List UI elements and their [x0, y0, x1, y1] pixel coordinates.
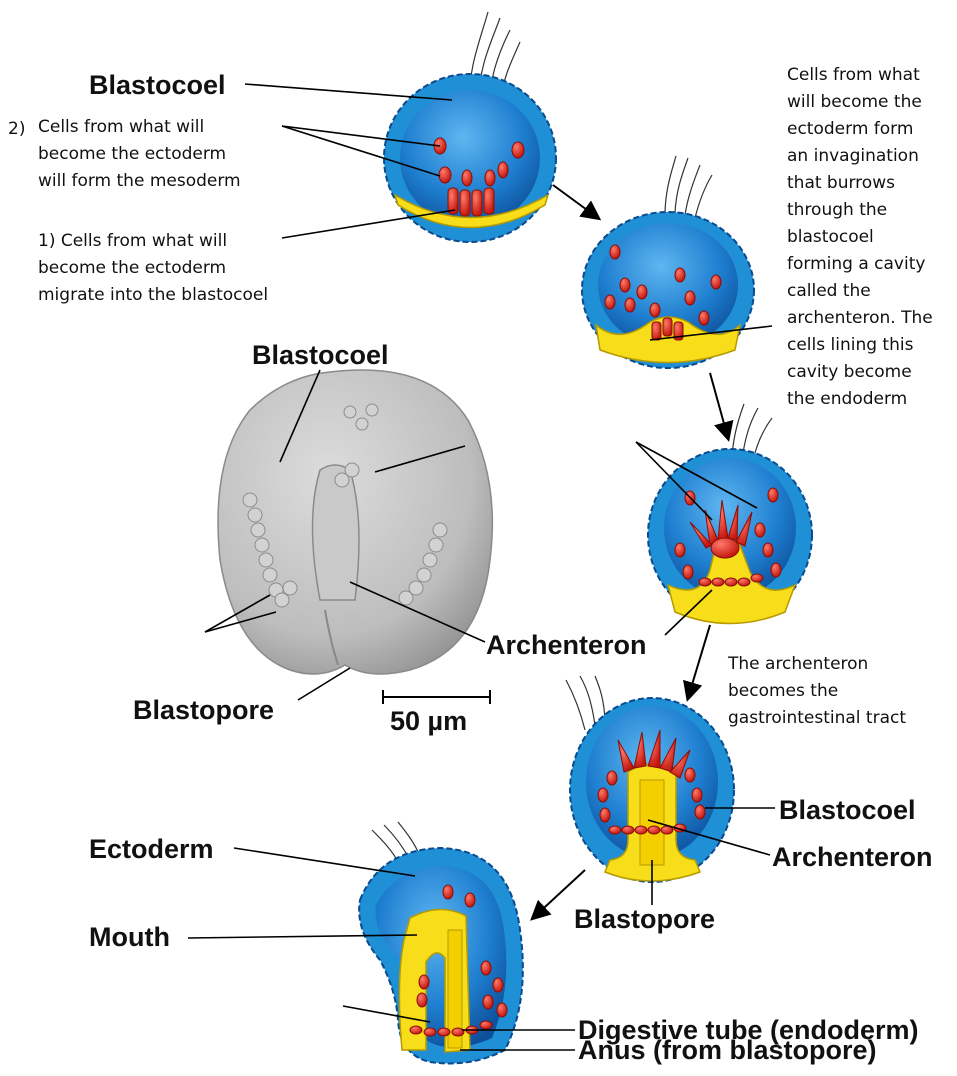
note-gi-tract-line: becomes the — [728, 678, 906, 705]
label-blastocoel-photo: Blastocoel — [252, 342, 389, 369]
label-ectoderm: Ectoderm — [89, 836, 214, 863]
note-invagination-line: called the — [787, 278, 933, 305]
scale-bar — [383, 690, 490, 704]
note-invagination-line: through the — [787, 197, 933, 224]
note-gi-tract-line: The archenteron — [728, 651, 906, 678]
note-gi-tract-line: gastrointestinal tract — [728, 705, 906, 732]
note-step1-line: 1) Cells from what will — [38, 228, 268, 255]
note-step2-line: will form the mesoderm — [38, 168, 241, 195]
label-blastocoel-top: Blastocoel — [89, 72, 226, 99]
label-archenteron-photo: Archenteron — [486, 632, 647, 659]
note-step2-line: become the ectoderm — [38, 141, 241, 168]
label-archenteron-stage4: Archenteron — [772, 844, 933, 871]
label-anus: Anus (from blastopore) — [578, 1037, 877, 1064]
micrograph-photo — [218, 370, 492, 674]
note-invagination-line: forming a cavity — [787, 251, 933, 278]
note-invagination-line: cavity become — [787, 359, 933, 386]
note-invagination-line: blastocoel — [787, 224, 933, 251]
label-blastopore-photo: Blastopore — [133, 697, 274, 724]
label-blastocoel-stage4: Blastocoel — [779, 797, 916, 824]
label-blastopore-stage4: Blastopore — [574, 906, 715, 933]
note-invagination-line: cells lining this — [787, 332, 933, 359]
stage5-embryo — [359, 822, 523, 1064]
note-invagination-line: archenteron. The — [787, 305, 933, 332]
note-step1: 1) Cells from what will become the ectod… — [38, 228, 268, 309]
note-step2-line: Cells from what will — [38, 114, 241, 141]
note-step1-line: become the ectoderm — [38, 255, 268, 282]
stage1-embryo — [384, 12, 556, 242]
stage3-embryo — [648, 404, 812, 624]
stage2-embryo — [582, 156, 754, 368]
note-step2: Cells from what will become the ectoderm… — [38, 114, 241, 195]
note-gi-tract: The archenteron becomes the gastrointest… — [728, 651, 906, 732]
label-scale-bar: 50 µm — [390, 708, 467, 735]
note-step1-line: migrate into the blastocoel — [38, 282, 268, 309]
note-invagination-line: an invagination — [787, 143, 933, 170]
note-invagination-line: that burrows — [787, 170, 933, 197]
note-invagination-line: the endoderm — [787, 386, 933, 413]
note-invagination: Cells from what will become the ectoderm… — [787, 62, 933, 413]
note-invagination-line: Cells from what — [787, 62, 933, 89]
note-invagination-line: will become the — [787, 89, 933, 116]
label-mouth: Mouth — [89, 924, 170, 951]
step2-number: 2) — [8, 119, 25, 139]
stage4-embryo — [566, 676, 734, 882]
note-invagination-line: ectoderm form — [787, 116, 933, 143]
